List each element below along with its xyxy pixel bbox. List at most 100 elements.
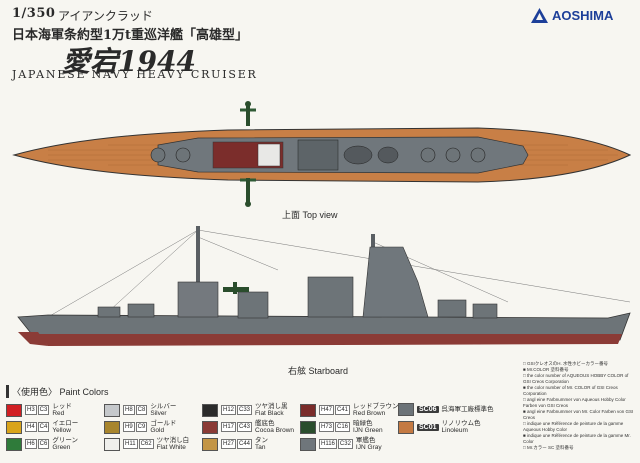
paint-code: C43 xyxy=(237,422,253,432)
paint-code: C32 xyxy=(337,439,353,449)
legend-line: □ angl eine Farbnummer von Aqueous Hobby… xyxy=(523,397,626,408)
color-swatch xyxy=(104,403,120,417)
legend-line: □ Mr.カラー SC 塗料番号 xyxy=(523,445,574,450)
paint-code: C3 xyxy=(37,405,50,415)
paint-code: C33 xyxy=(237,405,253,415)
legend-line: □ indique une Référence de peinture de l… xyxy=(523,421,624,432)
color-swatch xyxy=(300,403,316,417)
legend-line: □ the color number of AQUEOUS HOBBY COLO… xyxy=(523,373,629,384)
paint-code: H8 xyxy=(123,405,135,415)
color-name-en: Red xyxy=(52,410,65,417)
color-name-en: Red Brown xyxy=(353,410,386,417)
legend-line: ■ Mr.COLOR 塗料番号 xyxy=(523,367,569,372)
paint-code: H27 xyxy=(221,439,237,449)
model-name: 愛宕1944 xyxy=(62,45,196,78)
japanese-subtitle: 日本海軍条約型1万t重巡洋艦「高雄型」 xyxy=(12,28,249,43)
starboard-view-label: 右舷 Starboard xyxy=(288,366,349,376)
top-view-drawing xyxy=(12,101,632,207)
brand-mark-icon xyxy=(531,8,548,23)
brand-logo: AOSHIMA xyxy=(531,8,613,23)
color-name-jp: ツヤ消し黒 xyxy=(255,403,288,410)
sc-code: SC06 xyxy=(417,406,439,413)
floatplane-icon xyxy=(240,178,256,207)
paint-code: H73 xyxy=(319,422,335,432)
color-name-jp: シルバー xyxy=(150,403,177,410)
paint-code: C62 xyxy=(138,439,154,449)
series-label: アイアンクラッド xyxy=(58,9,153,23)
color-swatch xyxy=(300,420,316,434)
color-name-en: Flat White xyxy=(156,444,186,451)
paint-code: H3 xyxy=(25,405,37,415)
color-swatch xyxy=(6,403,22,417)
color-name-jp: 暗緑色 xyxy=(353,420,373,427)
scale-label: 1/350 xyxy=(12,6,56,21)
color-name-en: Cocoa Brown xyxy=(255,427,295,434)
floatplane-icon xyxy=(223,282,249,294)
legend-line: ■ the color number of Mr. COLOR of GSI C… xyxy=(523,385,618,396)
legend-line: ■ angl eine Farbnummer von Mr. Color Far… xyxy=(523,409,634,420)
floatplane-icon xyxy=(240,101,256,126)
brand-name: AOSHIMA xyxy=(552,8,614,23)
paint-code: H12 xyxy=(221,405,237,415)
color-name-en: Silver xyxy=(150,410,167,417)
color-name-jp: 艦底色 xyxy=(255,420,275,427)
paint-code: C16 xyxy=(335,422,351,432)
color-name-jp: レッドブラウン xyxy=(353,403,399,410)
color-swatch xyxy=(398,420,414,434)
paint-code: H116 xyxy=(319,439,337,449)
color-name-en: IJN Green xyxy=(353,427,383,434)
paint-code: H11 xyxy=(123,439,138,449)
color-name-en: Linoleum xyxy=(441,427,468,434)
paint-code: C8 xyxy=(135,405,148,415)
paint-code: C9 xyxy=(135,422,148,432)
color-name-jp: リノリウム色 xyxy=(441,420,481,427)
paint-colors-title: 〈使用色〉 Paint Colors xyxy=(6,385,109,398)
color-swatch xyxy=(104,420,120,434)
color-name-jp: ツヤ消し白 xyxy=(156,437,190,444)
paint-code: C4 xyxy=(37,422,50,432)
paint-code: C6 xyxy=(37,439,50,449)
color-swatch xyxy=(202,420,218,434)
color-name-en: IJN Gray xyxy=(355,444,382,451)
legend-line: ■ indique une Référence de peinture de l… xyxy=(523,433,631,444)
paint-code-legend: □ GSIクレオスのH. 水性ホビーカラー番号■ Mr.COLOR 塗料番号□ … xyxy=(523,361,637,459)
color-name-en: Gold xyxy=(150,427,165,434)
color-name-en: Flat Black xyxy=(255,410,284,417)
paint-code: C41 xyxy=(335,405,351,415)
paint-code: H9 xyxy=(123,422,135,432)
color-swatch xyxy=(6,420,22,434)
starboard-view-drawing xyxy=(17,226,631,346)
color-swatch xyxy=(104,437,120,451)
color-name-jp: タン xyxy=(255,437,269,444)
paint-code: C44 xyxy=(237,439,253,449)
color-swatch xyxy=(398,403,414,416)
color-name-jp: グリーン xyxy=(52,437,79,444)
color-name-en: Tan xyxy=(255,444,266,451)
english-title: JAPANESE NAVY HEAVY CRUISER xyxy=(12,68,258,81)
color-swatch xyxy=(300,437,316,451)
color-name-jp: レッド xyxy=(52,403,72,410)
color-swatch xyxy=(202,403,218,417)
paint-code: H47 xyxy=(319,405,335,415)
color-swatch xyxy=(6,437,22,451)
color-name-en: Green xyxy=(52,444,71,451)
sc-code: SC01 xyxy=(417,423,439,431)
color-name-jp: ゴールド xyxy=(150,420,177,427)
legend-line: □ GSIクレオスのH. 水性ホビーカラー番号 xyxy=(523,361,608,366)
color-name-jp: 軍艦色 xyxy=(355,437,376,444)
paint-code: H4 xyxy=(25,422,37,432)
paint-code: H6 xyxy=(25,439,37,449)
